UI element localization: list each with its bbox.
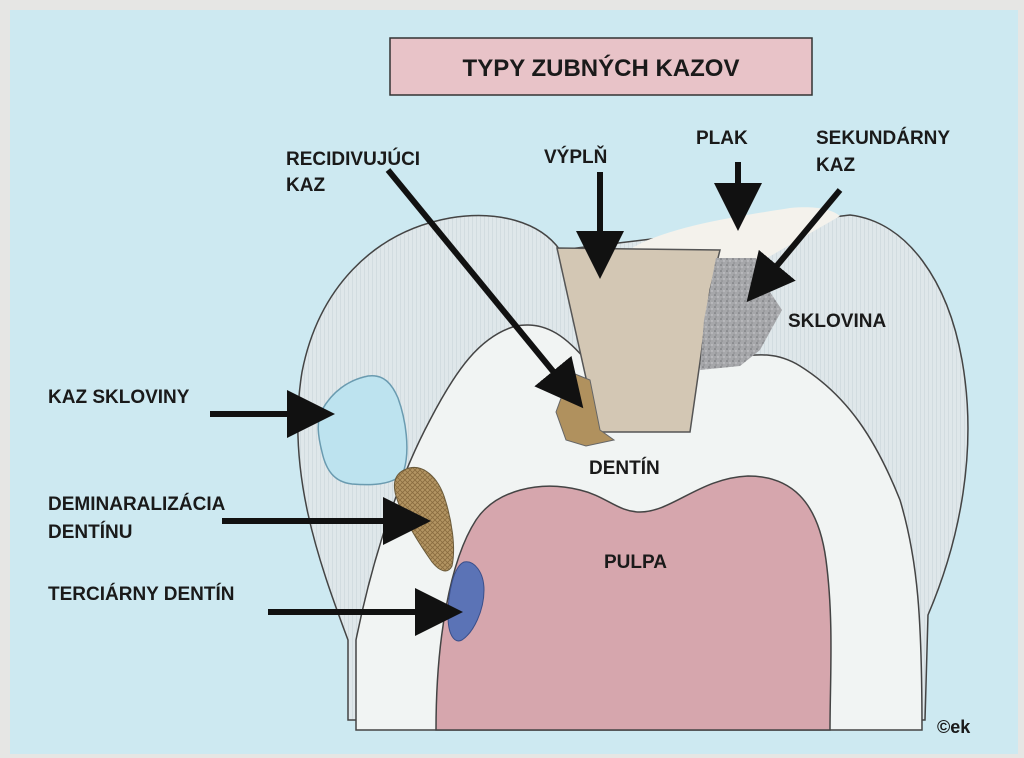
label-dentin-demineralization-line2: DENTÍNU <box>48 521 132 543</box>
label-recurrent-caries-line1: RECIDIVUJÚCI <box>286 148 420 170</box>
label-plaque: PLAK <box>696 128 748 149</box>
label-filling: VÝPLŇ <box>544 146 607 168</box>
copyright-mark: ©ek <box>937 717 971 737</box>
diagram-title: TYPY ZUBNÝCH KAZOV <box>463 54 740 82</box>
label-enamel: SKLOVINA <box>788 311 886 332</box>
label-dentin-demineralization-line1: DEMINARALIZÁCIA <box>48 493 226 515</box>
label-secondary-caries-line1: SEKUNDÁRNY <box>816 127 950 149</box>
label-pulp: PULPA <box>604 552 667 573</box>
label-recurrent-caries-line2: KAZ <box>286 175 325 196</box>
label-secondary-caries-line2: KAZ <box>816 155 855 176</box>
pulp-shape <box>436 476 831 730</box>
label-dentin: DENTÍN <box>589 457 660 479</box>
label-tertiary-dentin: TERCIÁRNY DENTÍN <box>48 583 235 605</box>
label-enamel-caries: KAZ SKLOVINY <box>48 387 190 408</box>
